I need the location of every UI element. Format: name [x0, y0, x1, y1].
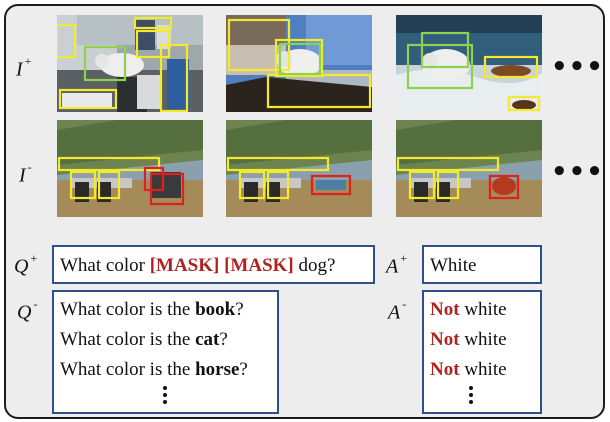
answer-negative-box: Not white Not white Not white — [422, 290, 542, 414]
image-positive-1 — [57, 15, 203, 112]
vertical-ellipsis — [163, 386, 169, 407]
label-q-positive: Q+ — [14, 251, 38, 279]
question-object: cat — [195, 329, 220, 350]
answer-negative-item: Not white — [430, 299, 507, 321]
label-letter: A — [388, 301, 401, 324]
answer-text: white — [459, 329, 507, 350]
label-i-positive: I+ — [16, 54, 32, 82]
image-negative-1 — [57, 120, 203, 217]
label-sup: - — [33, 297, 38, 311]
label-q-negative: Q- — [17, 297, 38, 325]
mountain-couple-object-illustration — [396, 120, 542, 217]
mask-token: [MASK] — [224, 255, 294, 276]
label-letter: I — [16, 58, 23, 81]
label-sup: + — [24, 54, 32, 68]
question-text: dog? — [293, 255, 336, 276]
negation-word: Not — [430, 359, 460, 380]
label-sup: + — [30, 251, 38, 265]
ellipsis-positive-row: ••• — [551, 52, 604, 82]
label-letter: I — [19, 164, 26, 187]
question-text: What color — [60, 255, 150, 276]
answer-negative-item: Not white — [430, 359, 507, 381]
negation-word: Not — [430, 299, 460, 320]
image-negative-2 — [226, 120, 372, 217]
label-sup: + — [400, 251, 407, 265]
answer-text: white — [459, 299, 507, 320]
question-text: ? — [235, 299, 244, 320]
label-a-positive: A+ — [386, 251, 407, 279]
beach-dog-illustration — [396, 15, 542, 112]
answer-positive-text: White — [430, 255, 477, 276]
image-positive-2 — [226, 15, 372, 112]
mountain-couple-cat-illustration — [57, 120, 203, 217]
mask-token: [MASK] — [149, 255, 220, 276]
image-negative-3 — [396, 120, 542, 217]
question-text: ? — [219, 329, 228, 350]
label-letter: Q — [14, 255, 29, 278]
answer-positive-box: White — [422, 245, 542, 284]
label-sup: - — [402, 297, 407, 311]
label-sup: - — [27, 160, 32, 174]
question-text: What color is the — [60, 329, 196, 350]
question-negative-item: What color is the book? — [60, 299, 244, 321]
balcony-dog-illustration — [226, 15, 372, 112]
vertical-ellipsis — [469, 386, 475, 407]
label-a-negative: A- — [388, 297, 407, 325]
mountain-couple-airplane-illustration — [226, 120, 372, 217]
answer-negative-item: Not white — [430, 329, 507, 351]
question-positive-box: What color [MASK] [MASK] dog? — [52, 245, 375, 284]
ellipsis-negative-row: ••• — [551, 157, 604, 187]
answer-text: white — [459, 359, 507, 380]
question-object: horse — [195, 359, 240, 380]
question-negative-item: What color is the cat? — [60, 329, 228, 351]
image-positive-3 — [396, 15, 542, 112]
label-letter: A — [386, 255, 399, 278]
question-text: What color is the — [60, 299, 196, 320]
label-i-negative: I- — [19, 160, 32, 188]
office-scene-illustration — [57, 15, 203, 112]
question-text: What color is the — [60, 359, 196, 380]
negation-word: Not — [430, 329, 460, 350]
question-object: book — [195, 299, 236, 320]
question-negative-item: What color is the horse? — [60, 359, 248, 381]
question-positive-text: What color [MASK] [MASK] dog? — [60, 255, 335, 277]
question-text: ? — [239, 359, 248, 380]
label-letter: Q — [17, 301, 32, 324]
question-negative-box: What color is the book? What color is th… — [52, 290, 279, 414]
